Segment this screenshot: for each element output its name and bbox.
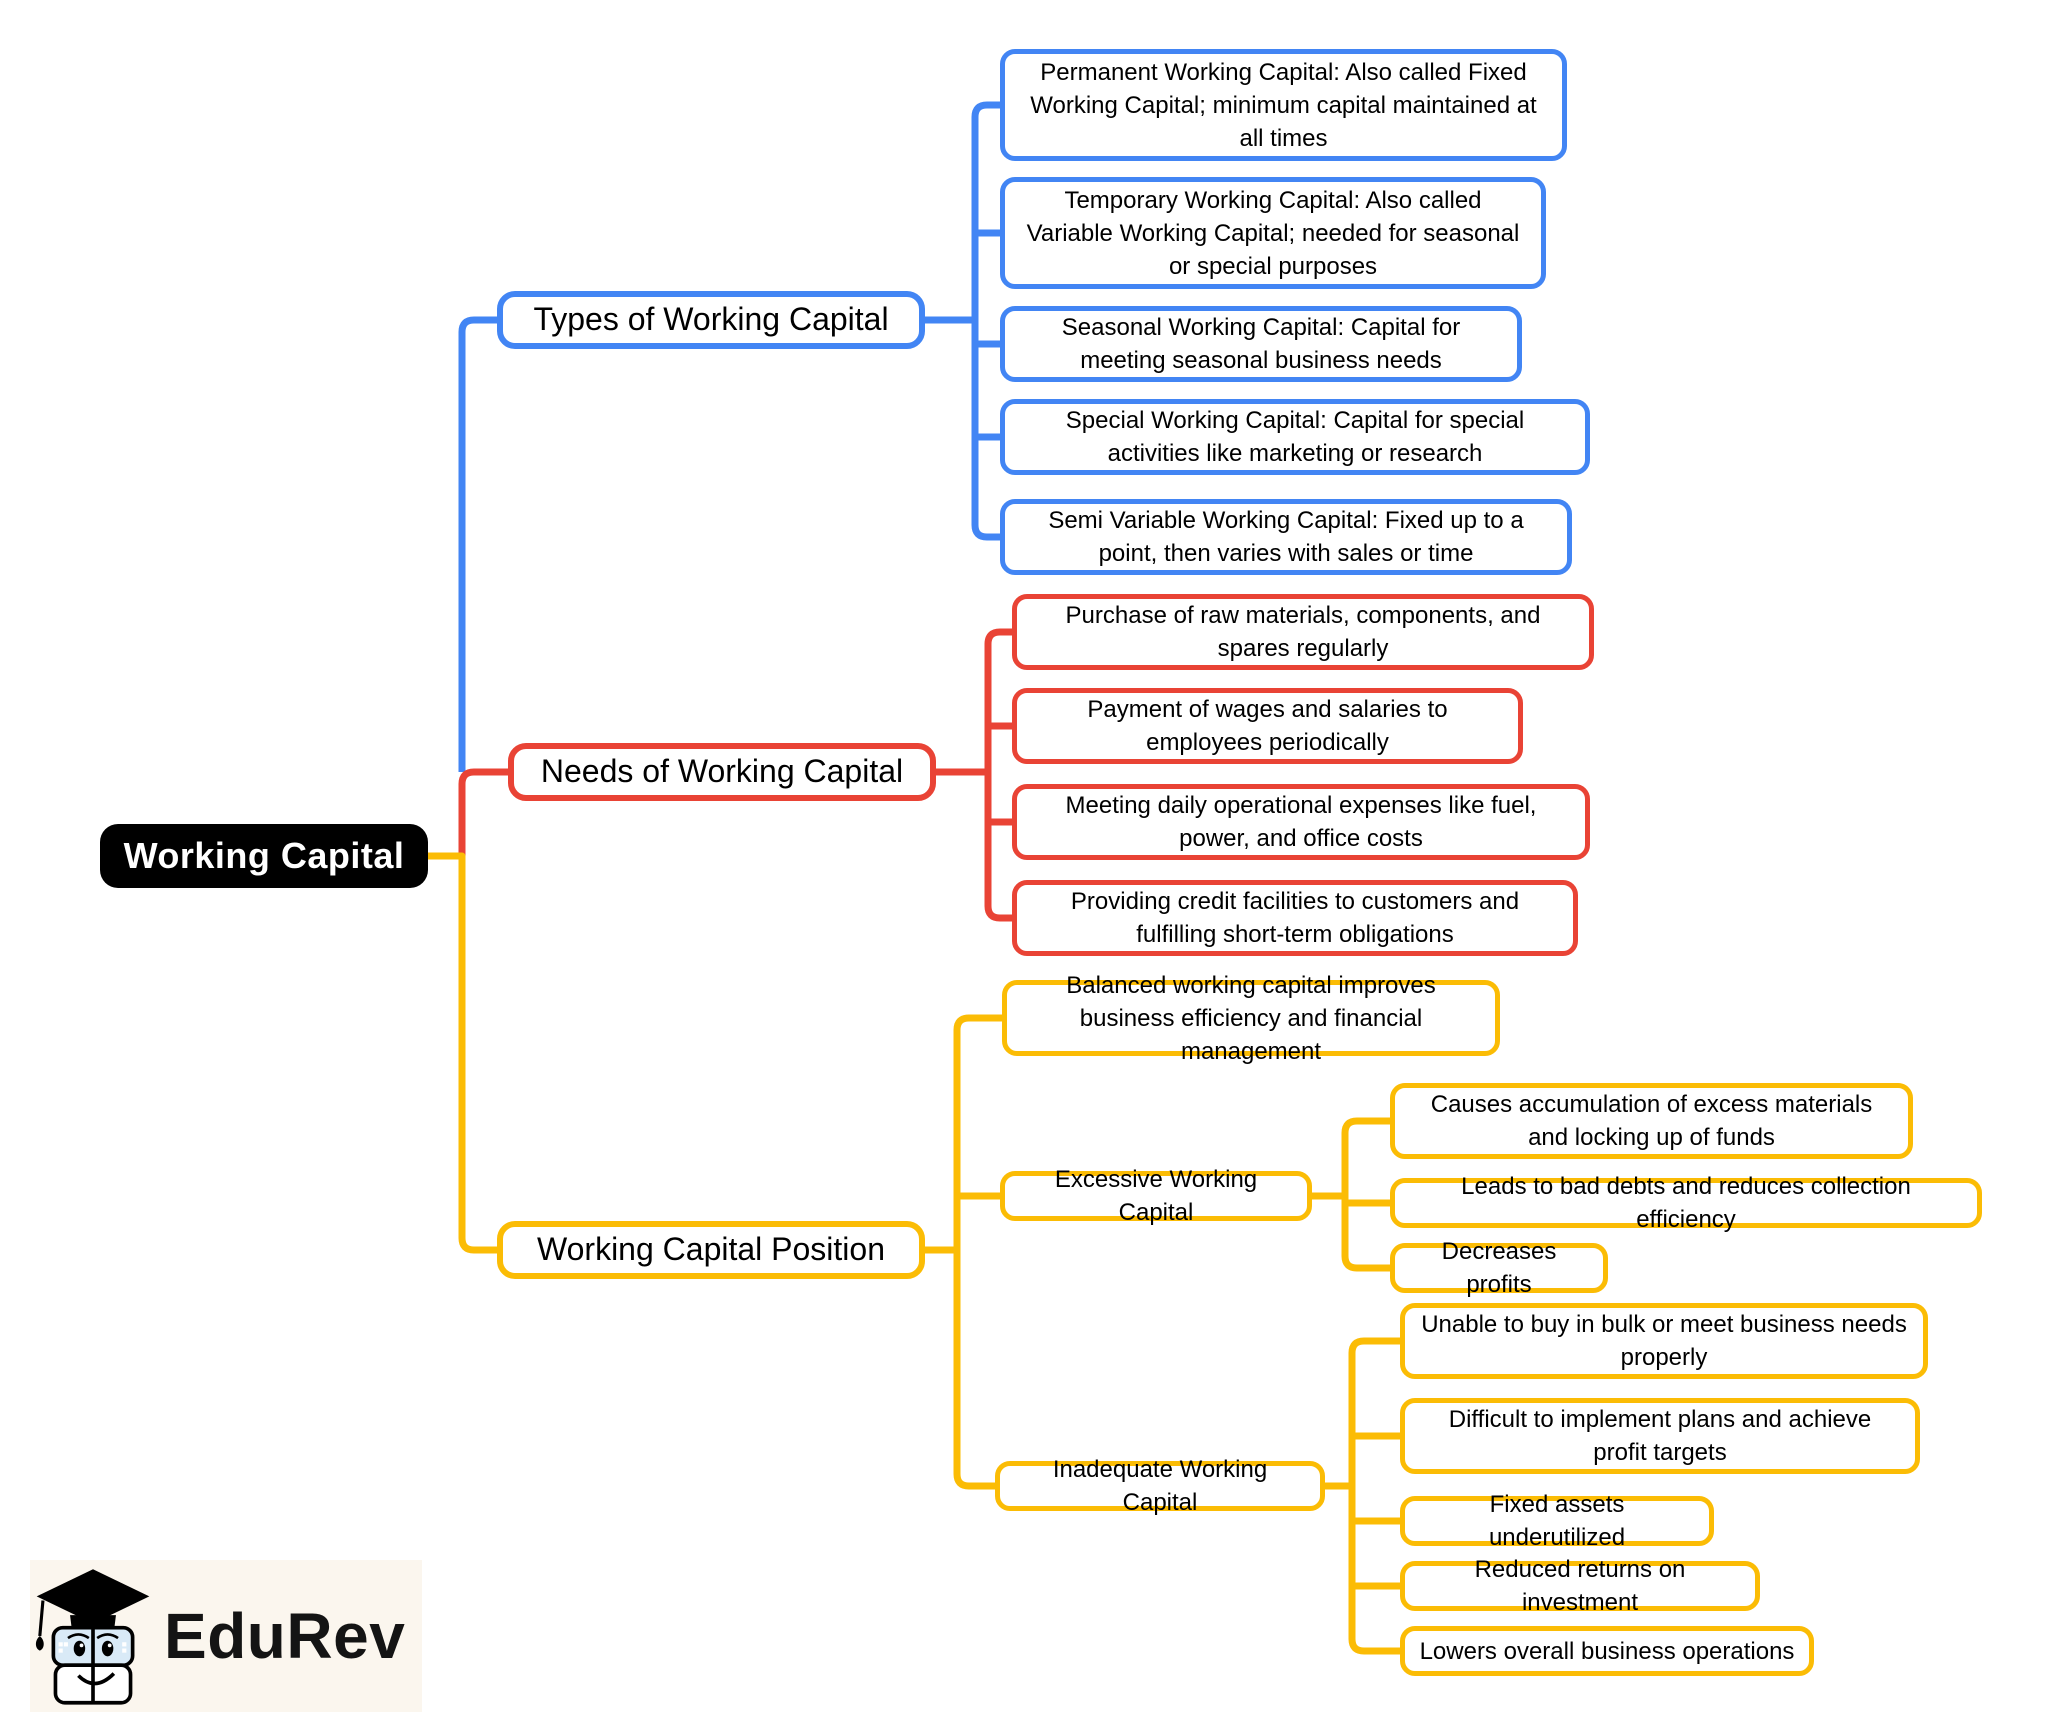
subgroup-node-inadequate: Inadequate Working Capital bbox=[995, 1456, 1325, 1516]
position-trunk bbox=[953, 1014, 1002, 1490]
types-trunk bbox=[971, 101, 1000, 541]
inadequate-trunk bbox=[1348, 1337, 1400, 1655]
leaf-inadequate-lowers-operations: Lowers overall business operations bbox=[1400, 1626, 1814, 1676]
branch-node-position: Working Capital Position bbox=[497, 1221, 925, 1279]
leaf-inadequate-fixed-assets: Fixed assets underutilized bbox=[1400, 1491, 1714, 1551]
root-node-working-capital: Working Capital bbox=[100, 824, 428, 888]
leaf-needs-purchase: Purchase of raw materials, components, a… bbox=[1012, 594, 1594, 670]
spine-needs-line bbox=[458, 768, 508, 856]
spine-types-line bbox=[458, 316, 497, 772]
leaf-inadequate-reduced-returns: Reduced returns on investment bbox=[1400, 1556, 1760, 1616]
leaf-inadequate-difficult-plans: Difficult to implement plans and achieve… bbox=[1400, 1398, 1920, 1474]
leaf-position-balanced: Balanced working capital improves busine… bbox=[1002, 972, 1500, 1065]
leaf-needs-expenses: Meeting daily operational expenses like … bbox=[1012, 784, 1590, 860]
leaf-types-special: Special Working Capital: Capital for spe… bbox=[1000, 399, 1590, 475]
leaf-types-semi-variable: Semi Variable Working Capital: Fixed up … bbox=[1000, 499, 1572, 575]
branch-node-needs: Needs of Working Capital bbox=[508, 743, 936, 801]
edurev-mascot-icon bbox=[35, 1569, 150, 1705]
leaf-needs-payment: Payment of wages and salaries to employe… bbox=[1012, 688, 1523, 764]
leaf-excessive-bad-debts: Leads to bad debts and reduces collectio… bbox=[1390, 1173, 1982, 1233]
excessive-trunk bbox=[1341, 1117, 1390, 1272]
branch-node-types: Types of Working Capital bbox=[497, 291, 925, 349]
subgroup-node-excessive: Excessive Working Capital bbox=[1000, 1166, 1312, 1226]
needs-trunk bbox=[984, 628, 1012, 922]
leaf-types-permanent: Permanent Working Capital: Also called F… bbox=[1000, 49, 1567, 161]
leaf-needs-credit: Providing credit facilities to customers… bbox=[1012, 880, 1578, 956]
edurev-logo-text: EduRev bbox=[164, 1600, 406, 1672]
leaf-excessive-decreases-profits: Decreases profits bbox=[1390, 1238, 1608, 1298]
leaf-types-seasonal: Seasonal Working Capital: Capital for me… bbox=[1000, 306, 1522, 382]
leaf-inadequate-unable-bulk: Unable to buy in bulk or meet business n… bbox=[1400, 1303, 1928, 1379]
leaf-excessive-accumulation: Causes accumulation of excess materials … bbox=[1390, 1083, 1913, 1159]
spine-position-line bbox=[428, 852, 497, 1254]
edurev-logo: EduRev bbox=[30, 1560, 422, 1712]
leaf-types-temporary: Temporary Working Capital: Also called V… bbox=[1000, 177, 1546, 289]
